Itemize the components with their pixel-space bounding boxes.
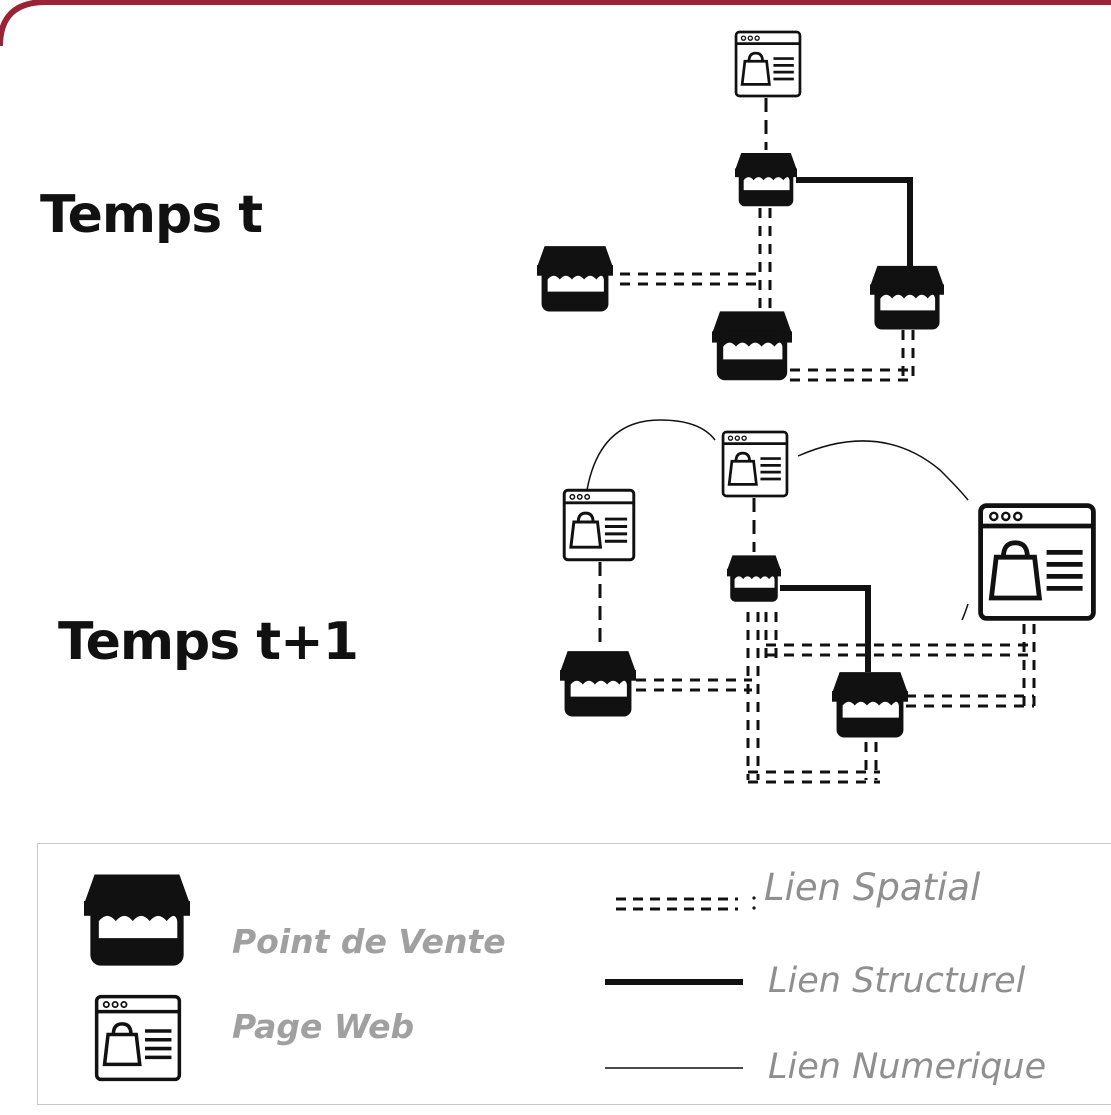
network-time-t [537,32,944,382]
spatial-link-sample [616,897,738,911]
web-page-icon [721,430,789,498]
legend-point-de-vente: Point de Vente [232,922,506,961]
legend: Point de Vente Page Web Lien Spatial Lie… [37,843,1111,1105]
spatial-links [636,612,1036,784]
store-icon [537,246,613,312]
legend-lien-numerique: Lien Numerique [768,1047,1047,1087]
numeric-links [586,419,969,621]
store-icon [727,555,781,602]
store-icon [870,265,944,330]
time-t1-label: Temps t+1 [58,612,359,672]
store-icon [84,874,190,966]
spatial-links [620,208,915,382]
legend-lien-spatial: Lien Spatial [764,866,981,909]
time-t-label: Temps t [40,185,263,245]
web-page-icon [981,506,1094,619]
legend-page-web: Page Web [232,1007,415,1046]
web-page-icon [736,32,800,96]
network-time-t1 [560,419,1094,784]
legend-lien-structurel: Lien Structurel [768,961,1026,1001]
store-icon [832,672,908,738]
network-diagram [537,0,1111,784]
web-page-icon [94,994,182,1082]
store-icon [735,152,797,207]
structural-link [796,177,913,268]
store-icon [560,651,636,717]
web-page-icon [562,488,636,562]
structural-link [780,585,871,672]
store-icon [712,311,792,381]
